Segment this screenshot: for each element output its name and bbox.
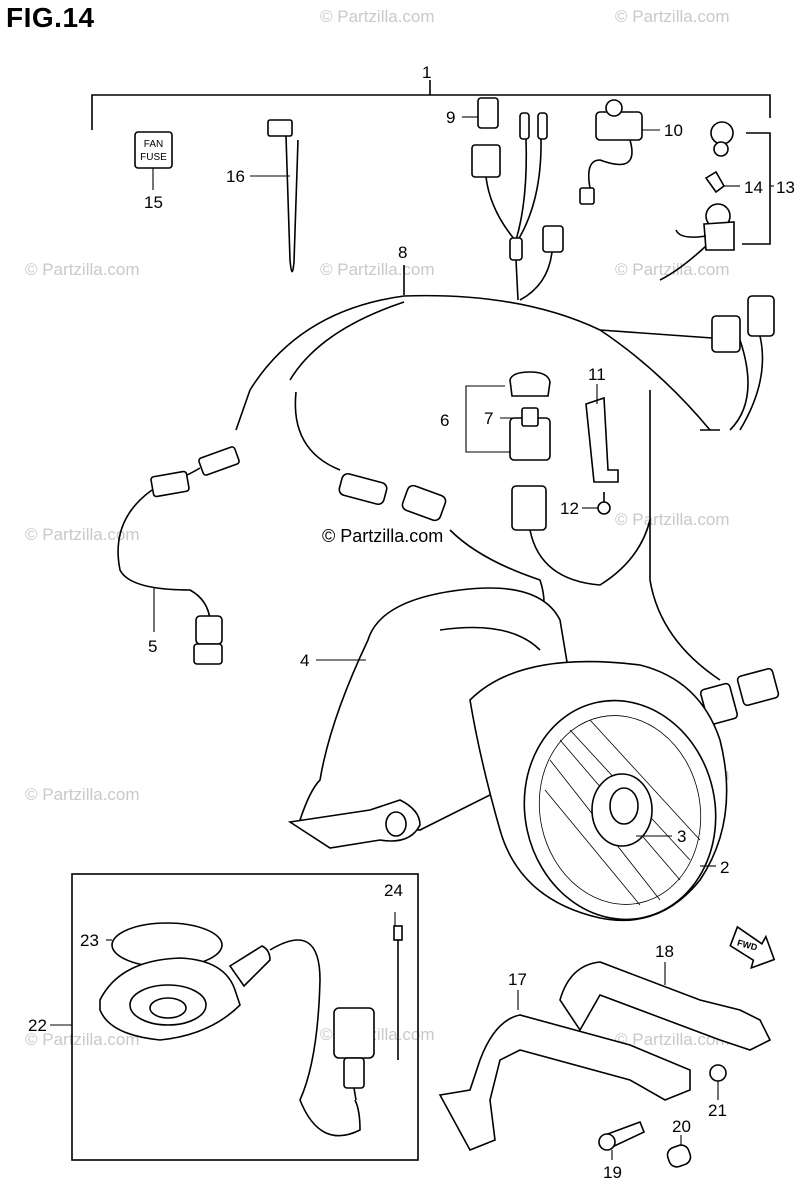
callout-21: 21 <box>708 1101 727 1120</box>
callout-16: 16 <box>226 167 245 186</box>
brackets-17-21 <box>438 961 772 1168</box>
callout-3: 3 <box>677 827 686 846</box>
fan-fuse-label-part: FAN FUSE <box>134 131 173 190</box>
fuse-label-line2: FUSE <box>140 152 167 163</box>
callout-10: 10 <box>664 121 683 140</box>
callout-24: 24 <box>384 881 403 900</box>
callout-2: 2 <box>720 858 729 877</box>
callout-15: 15 <box>144 193 163 212</box>
callout-1: 1 <box>422 63 431 82</box>
callout-12: 12 <box>560 499 579 518</box>
callout-19: 19 <box>603 1163 622 1182</box>
fwd-arrow: FWD <box>729 925 776 970</box>
watermark: © Partzilla.com <box>320 7 435 26</box>
socket-13-14 <box>659 121 771 281</box>
bracket-11 <box>582 384 619 515</box>
switch-10 <box>579 99 660 205</box>
callout-9: 9 <box>446 108 455 127</box>
callout-17: 17 <box>508 970 527 989</box>
callout-11: 11 <box>588 365 606 384</box>
callout-4: 4 <box>300 651 309 670</box>
cooling-fan-2 <box>469 660 728 922</box>
callout-numbers: 1 2 3 4 5 6 7 8 9 10 11 12 13 14 15 16 1… <box>28 63 795 1182</box>
relay-6-7 <box>465 371 651 586</box>
callout-7: 7 <box>484 409 493 428</box>
callout-22: 22 <box>28 1016 47 1035</box>
callout-5: 5 <box>148 637 157 656</box>
callout-18: 18 <box>655 942 674 961</box>
wire-harness-bracket <box>91 80 771 130</box>
callout-20: 20 <box>672 1117 691 1136</box>
watermark: © Partzilla.com <box>615 7 730 26</box>
callout-14: 14 <box>744 178 763 197</box>
watermark: © Partzilla.com <box>615 1030 730 1049</box>
watermark: © Partzilla.com <box>615 260 730 279</box>
main-harness-8 <box>117 265 780 731</box>
watermark: © Partzilla.com <box>320 260 435 279</box>
watermark: © Partzilla.com <box>25 525 140 544</box>
watermark: © Partzilla.com <box>25 260 140 279</box>
cable-tie-16 <box>250 119 299 273</box>
fuse-label-line1: FAN <box>144 139 163 150</box>
watermark: © Partzilla.com <box>25 1030 140 1049</box>
inset-box <box>50 873 419 1161</box>
callout-23: 23 <box>80 931 99 950</box>
callout-6: 6 <box>440 411 449 430</box>
watermark: © Partzilla.com <box>25 785 140 804</box>
callout-8: 8 <box>398 243 407 262</box>
callout-13: 13 <box>776 178 795 197</box>
figure-title: FIG.14 <box>6 2 95 33</box>
watermark: © Partzilla.com <box>615 510 730 529</box>
center-watermark: © Partzilla.com <box>322 526 443 546</box>
relay-9 <box>462 97 564 301</box>
